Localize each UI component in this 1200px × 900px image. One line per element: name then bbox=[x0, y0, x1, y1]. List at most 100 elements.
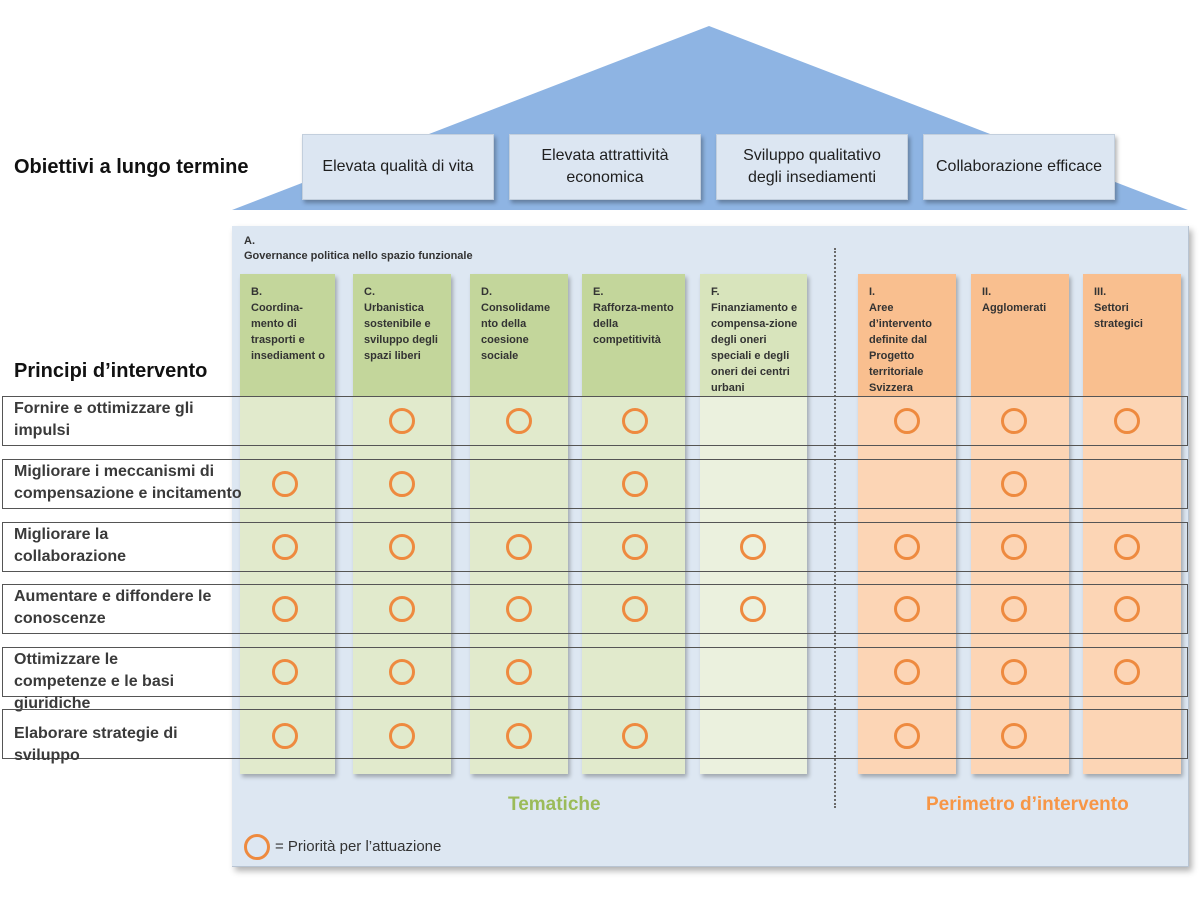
column-letter: E. bbox=[593, 286, 604, 298]
priority-marker bbox=[272, 534, 298, 560]
section-divider bbox=[834, 248, 836, 808]
principles-title: Principi d’intervento bbox=[14, 360, 208, 382]
column-header: F. Finanziamento e compensa-zione degli … bbox=[700, 274, 807, 396]
governance-label: A. Governance politica nello spazio funz… bbox=[244, 234, 473, 264]
column-header-text: C. Urbanistica sostenibile e sviluppo de… bbox=[364, 284, 445, 364]
priority-marker bbox=[1114, 659, 1140, 685]
priority-marker bbox=[389, 471, 415, 497]
priority-marker bbox=[740, 534, 766, 560]
priority-marker bbox=[506, 659, 532, 685]
priority-marker bbox=[1001, 534, 1027, 560]
governance-text: Governance politica nello spazio funzion… bbox=[244, 250, 473, 262]
column-header-text: B. Coordina-mento di trasporti e insedia… bbox=[251, 284, 329, 364]
priority-marker bbox=[389, 723, 415, 749]
principle-row bbox=[2, 584, 1188, 634]
priority-marker bbox=[622, 471, 648, 497]
section-label-perimetro: Perimetro d’intervento bbox=[926, 794, 1129, 815]
priority-marker bbox=[506, 723, 532, 749]
column-label: Urbanistica sostenibile e sviluppo degli… bbox=[364, 302, 438, 362]
principle-row-label: Migliorare i meccanismi di compensazione… bbox=[14, 463, 242, 502]
legend-text: = Priorità per l’attuazione bbox=[275, 838, 442, 855]
principle-row bbox=[2, 709, 1188, 759]
column-letter: D. bbox=[481, 286, 492, 298]
priority-marker bbox=[740, 596, 766, 622]
objective-label: Elevata qualità di vita bbox=[322, 158, 474, 175]
priority-marker bbox=[389, 534, 415, 560]
column-header: E. Rafforza-mento della competitività bbox=[582, 274, 685, 396]
column-label: Aree d’intervento definite dal Progetto … bbox=[869, 302, 932, 394]
governance-letter: A. bbox=[244, 235, 255, 247]
priority-marker bbox=[622, 723, 648, 749]
priority-marker bbox=[389, 408, 415, 434]
priority-marker bbox=[389, 596, 415, 622]
column-header-text: E. Rafforza-mento della competitività bbox=[593, 284, 679, 348]
priority-marker bbox=[1001, 723, 1027, 749]
principle-row-label: Migliorare la collaborazione bbox=[14, 526, 127, 565]
objective-label: Elevata attrattività economica bbox=[541, 147, 669, 186]
objective-box-economic-attractiveness: Elevata attrattività economica bbox=[509, 134, 701, 200]
priority-marker bbox=[622, 596, 648, 622]
priority-marker bbox=[1114, 408, 1140, 434]
priority-marker bbox=[272, 471, 298, 497]
column-header: I. Aree d’intervento definite dal Proget… bbox=[858, 274, 956, 396]
legend-priority-marker bbox=[244, 834, 270, 860]
priority-marker bbox=[272, 596, 298, 622]
priority-marker bbox=[272, 723, 298, 749]
principle-row bbox=[2, 522, 1188, 572]
column-letter: F. bbox=[711, 286, 720, 298]
column-letter: C. bbox=[364, 286, 375, 298]
principle-row-label: Aumentare e diffondere le conoscenze bbox=[14, 588, 212, 627]
column-header-text: D. Consolidame nto della coesione social… bbox=[481, 284, 562, 364]
column-header: C. Urbanistica sostenibile e sviluppo de… bbox=[353, 274, 451, 396]
principle-row-label: Elaborare strategie di sviluppo bbox=[14, 725, 178, 764]
priority-marker bbox=[389, 659, 415, 685]
column-label: Rafforza-mento della competitività bbox=[593, 302, 674, 346]
priority-marker bbox=[1001, 471, 1027, 497]
objective-label: Collaborazione efficace bbox=[935, 158, 1103, 175]
column-letter: III. bbox=[1094, 286, 1107, 298]
column-label: Settori strategici bbox=[1094, 302, 1143, 330]
principle-row bbox=[2, 647, 1188, 697]
column-header-text: III. Settori strategici bbox=[1094, 284, 1175, 332]
objective-box-qualitative-development: Sviluppo qualitativo degli insediamenti bbox=[716, 134, 908, 200]
objective-box-effective-collaboration: Collaborazione efficace bbox=[923, 134, 1115, 200]
priority-marker bbox=[622, 534, 648, 560]
section-label-tematiche: Tematiche bbox=[508, 794, 601, 815]
column-header: II. Agglomerati bbox=[971, 274, 1069, 396]
priority-marker bbox=[506, 596, 532, 622]
principle-row bbox=[2, 459, 1188, 509]
column-letter: II. bbox=[982, 286, 992, 298]
priority-marker bbox=[506, 534, 532, 560]
column-header-text: I. Aree d’intervento definite dal Proget… bbox=[869, 284, 950, 396]
priority-marker bbox=[1114, 596, 1140, 622]
priority-marker bbox=[272, 659, 298, 685]
column-label: Agglomerati bbox=[982, 302, 1047, 314]
priority-marker bbox=[1114, 534, 1140, 560]
column-letter: I. bbox=[869, 286, 876, 298]
column-header-text: F. Finanziamento e compensa-zione degli … bbox=[711, 284, 801, 396]
priority-marker bbox=[506, 408, 532, 434]
column-label: Coordina-mento di trasporti e insediamen… bbox=[251, 302, 325, 362]
column-header-text: II. Agglomerati bbox=[982, 284, 1063, 316]
objectives-title: Obiettivi a lungo termine bbox=[14, 156, 249, 178]
priority-marker bbox=[894, 534, 920, 560]
priority-marker bbox=[894, 723, 920, 749]
principle-row-label: Fornire e ottimizzare gli impulsi bbox=[14, 400, 194, 439]
column-letter: B. bbox=[251, 286, 262, 298]
column-label: Consolidame nto della coesione sociale bbox=[481, 302, 551, 362]
priority-marker bbox=[622, 408, 648, 434]
priority-marker bbox=[894, 596, 920, 622]
objective-box-quality-of-life: Elevata qualità di vita bbox=[302, 134, 494, 200]
principle-row-label: Ottimizzare le competenze e le basi giur… bbox=[14, 651, 175, 712]
column-header: III. Settori strategici bbox=[1083, 274, 1181, 396]
priority-marker bbox=[1001, 659, 1027, 685]
column-header: B. Coordina-mento di trasporti e insedia… bbox=[240, 274, 335, 396]
priority-marker bbox=[1001, 408, 1027, 434]
priority-marker bbox=[1001, 596, 1027, 622]
column-label: Finanziamento e compensa-zione degli one… bbox=[711, 302, 798, 394]
priority-marker bbox=[894, 659, 920, 685]
objective-label: Sviluppo qualitativo degli insediamenti bbox=[743, 147, 881, 186]
principle-row bbox=[2, 396, 1188, 446]
column-header: D. Consolidame nto della coesione social… bbox=[470, 274, 568, 396]
priority-marker bbox=[894, 408, 920, 434]
